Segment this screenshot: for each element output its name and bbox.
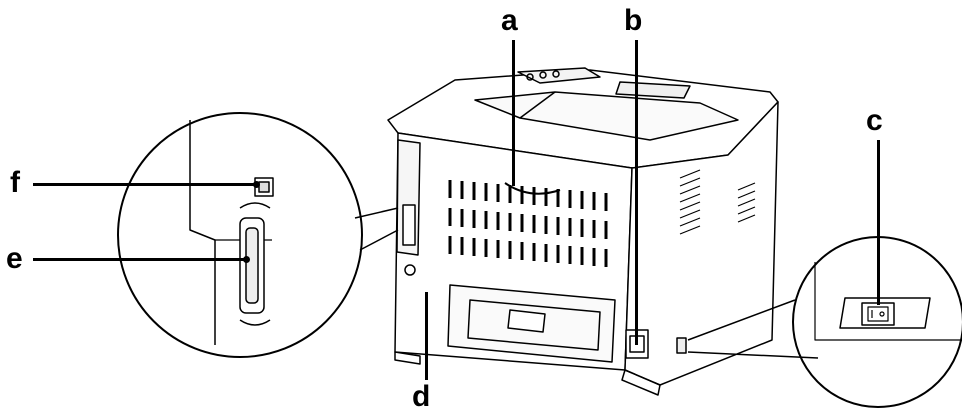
leader-line-f (33, 183, 255, 186)
leader-line-c (877, 140, 880, 305)
printer-body (387, 67, 779, 396)
leader-dot-e (243, 256, 250, 263)
callout-label-f: f (10, 166, 20, 199)
interface-magnifier (117, 112, 399, 358)
leader-dot-f (253, 181, 260, 188)
callout-label-b: b (624, 4, 643, 37)
callout-label-e: e (6, 242, 23, 275)
callout-label-a: a (501, 4, 518, 37)
callout-label-c: c (866, 104, 883, 137)
callout-label-d: d (412, 380, 431, 413)
leader-line-b (635, 40, 638, 345)
leader-line-d (425, 292, 428, 380)
leader-line-e (33, 258, 245, 261)
leader-line-a (512, 40, 515, 186)
